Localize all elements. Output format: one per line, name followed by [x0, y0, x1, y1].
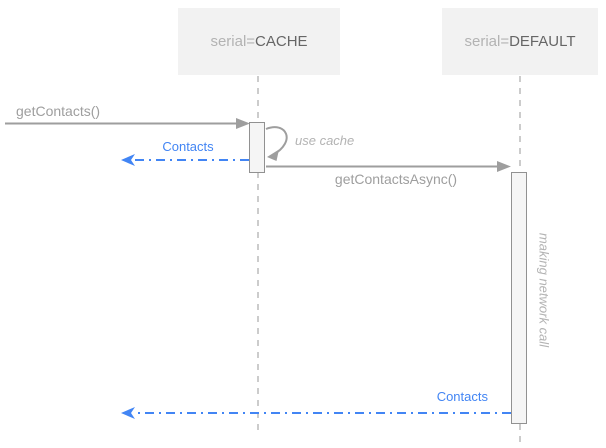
- message-label-contacts-return-2: Contacts: [436, 389, 488, 404]
- participant-prefix: serial=: [210, 33, 256, 50]
- activation-bar-default: [511, 172, 527, 424]
- participant-header-cache: serial=CACHE: [178, 8, 340, 75]
- participant-prefix: serial=: [464, 33, 510, 50]
- self-call-loop: [265, 126, 288, 156]
- note-label-making-network-call: making network call: [536, 232, 552, 348]
- self-call-arrowhead: [267, 149, 279, 161]
- participant-name: DEFAULT: [509, 33, 576, 50]
- getcontactsasync-arrowhead: [497, 161, 511, 172]
- message-label-contacts-return-1: Contacts: [162, 139, 214, 154]
- contacts-return1-arrowhead: [121, 154, 135, 166]
- participant-name: CACHE: [255, 33, 308, 50]
- getcontacts-arrowhead: [236, 118, 250, 129]
- activation-bar-cache: [249, 122, 265, 173]
- participant-header-default: serial=DEFAULT: [442, 8, 598, 75]
- note-label-use-cache: use cache: [295, 133, 355, 148]
- message-label-getcontactsasync: getContactsAsync(): [334, 171, 458, 187]
- contacts-return2-arrowhead: [121, 407, 135, 419]
- message-label-getcontacts: getContacts(): [16, 103, 101, 119]
